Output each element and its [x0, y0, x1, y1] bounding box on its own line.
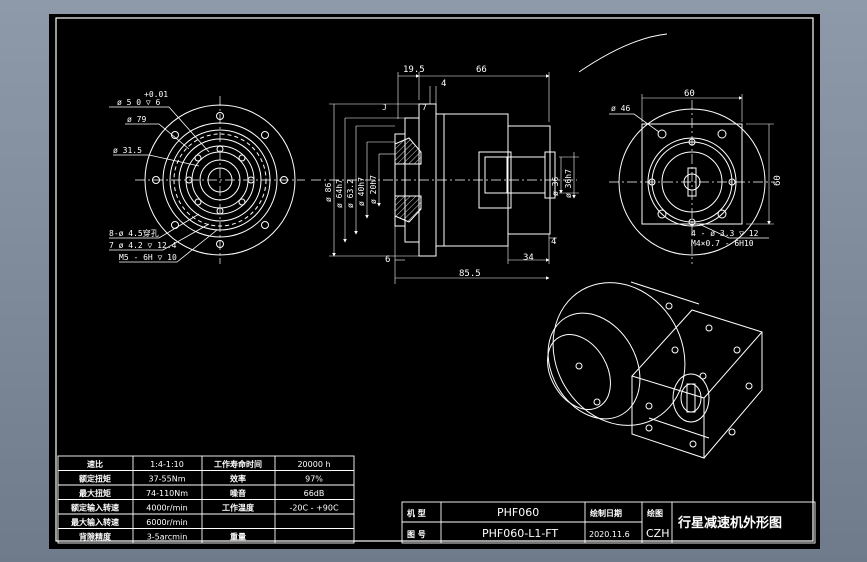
- title-date-value: 2020.11.6: [589, 530, 630, 539]
- spec-cell-r1-c2: 效率: [230, 474, 246, 484]
- spec-cell-r0-c1: 1:4-1:10: [150, 460, 184, 469]
- spec-cell-r3-c3: -20C - +90C: [289, 504, 339, 513]
- title-date-label: 绘制日期: [590, 508, 622, 518]
- spec-cell-r1-c1: 37-55Nm: [148, 475, 185, 484]
- cad-viewport[interactable]: +0.01 ø 5 0 ▽ 6 ø 79 ø 31.5 8-ø 4.5穿孔 7 …: [49, 14, 820, 549]
- flange-dim-46: ø 46: [611, 104, 630, 113]
- front-view: [109, 96, 305, 264]
- isometric-view: [547, 281, 763, 459]
- drawing-frame: [55, 17, 814, 542]
- spec-cell-r4-c1: 6000r/min: [146, 518, 187, 527]
- side-dim-36h7: ø 36h7: [564, 169, 573, 198]
- front-dim-holes: 8-ø 4.5穿孔: [109, 228, 159, 238]
- flange-dim-60-top: 60: [684, 89, 695, 99]
- title-drawing-value: PHF060-L1-FT: [482, 527, 558, 540]
- side-dim-36: ø 36: [551, 177, 560, 196]
- spec-cell-r0-c3: 20000 h: [297, 460, 330, 469]
- spec-cell-r3-c1: 4000r/min: [146, 504, 187, 513]
- cad-drawing: +0.01 ø 5 0 ▽ 6 ø 79 ø 31.5 8-ø 4.5穿孔 7 …: [55, 17, 816, 544]
- front-dim-counterbore: 7 ø 4.2 ▽ 12.4: [109, 241, 177, 250]
- side-dim-40h7: ø 40h7: [357, 177, 366, 206]
- spec-cell-r0-c0: 速比: [87, 459, 103, 469]
- front-dim-tolerance: +0.01: [144, 90, 168, 99]
- title-name-label: 机 型: [407, 508, 426, 518]
- title-drawing-label: 图 号: [407, 530, 426, 539]
- spec-cell-r5-c1: 3-5arcmin: [147, 533, 188, 542]
- flange-dim-holes: 4 - ø 3.3 ▽ 12: [691, 229, 759, 238]
- side-dim-64h7: ø 64h7: [335, 179, 344, 208]
- spec-cell-r4-c0: 最大输入转速: [71, 517, 119, 527]
- side-dim-66: 66: [476, 65, 487, 75]
- side-dim-85-5: 85.5: [459, 269, 481, 279]
- spec-cell-r1-c3: 97%: [305, 475, 323, 484]
- side-dim-20h7: ø 20h7: [369, 175, 378, 204]
- side-dim-19-5: 19.5: [403, 65, 425, 75]
- spec-cell-r5-c0: 背隙精度: [79, 532, 112, 542]
- spec-cell-r0-c2: 工作寿命时间: [214, 459, 262, 469]
- flange-dim-thread: M4×0.7 - 6H10: [691, 239, 754, 248]
- spec-cell-r1-c0: 额定扭矩: [79, 474, 111, 484]
- title-drawer-label: 绘图: [647, 508, 663, 518]
- flange-dim-60-side: 60: [773, 175, 783, 186]
- spec-cell-r2-c2: 噪音: [230, 488, 246, 498]
- title-block-grid: [401, 501, 816, 544]
- front-dim-bore: ø 31.5: [113, 146, 142, 155]
- spec-cell-r2-c0: 最大扭矩: [79, 488, 111, 498]
- spec-table-grid: [57, 455, 355, 544]
- spec-cell-r2-c3: 66dB: [304, 489, 325, 498]
- side-dim-4b: 4: [551, 237, 556, 247]
- side-dim-34: 34: [523, 253, 534, 263]
- side-dim-86: ø 86: [324, 183, 333, 202]
- spec-cell-r5-c2: 重量: [230, 532, 246, 542]
- front-dim-shaft: ø 5 0 ▽ 6: [117, 98, 161, 107]
- flange-view: [578, 33, 775, 264]
- front-dim-thread: M5 - 6H ▽ 10: [119, 253, 177, 262]
- side-dim-4: 4: [441, 79, 446, 89]
- side-dim-63-2: ø 63.2: [346, 179, 355, 208]
- spec-table: 速比 1:4-1:10 工作寿命时间 20000 h 额定扭矩 37-55Nm 效率 97% 最…: [71, 459, 339, 542]
- side-dim-6: 6: [385, 255, 390, 265]
- spec-cell-r3-c0: 额定输入转速: [71, 503, 119, 513]
- front-dim-pcd: ø 79: [127, 115, 146, 124]
- title-name-value: PHF060: [497, 506, 539, 519]
- side-view: [311, 72, 579, 284]
- title-drawer-value: CZH: [646, 527, 670, 540]
- side-dim-j: J: [382, 103, 387, 112]
- spec-cell-r3-c2: 工作温度: [222, 503, 255, 513]
- spec-cell-r2-c1: 74-110Nm: [146, 489, 188, 498]
- side-dim-7: 7: [422, 103, 427, 112]
- title-text: 行星减速机外形图: [677, 515, 782, 531]
